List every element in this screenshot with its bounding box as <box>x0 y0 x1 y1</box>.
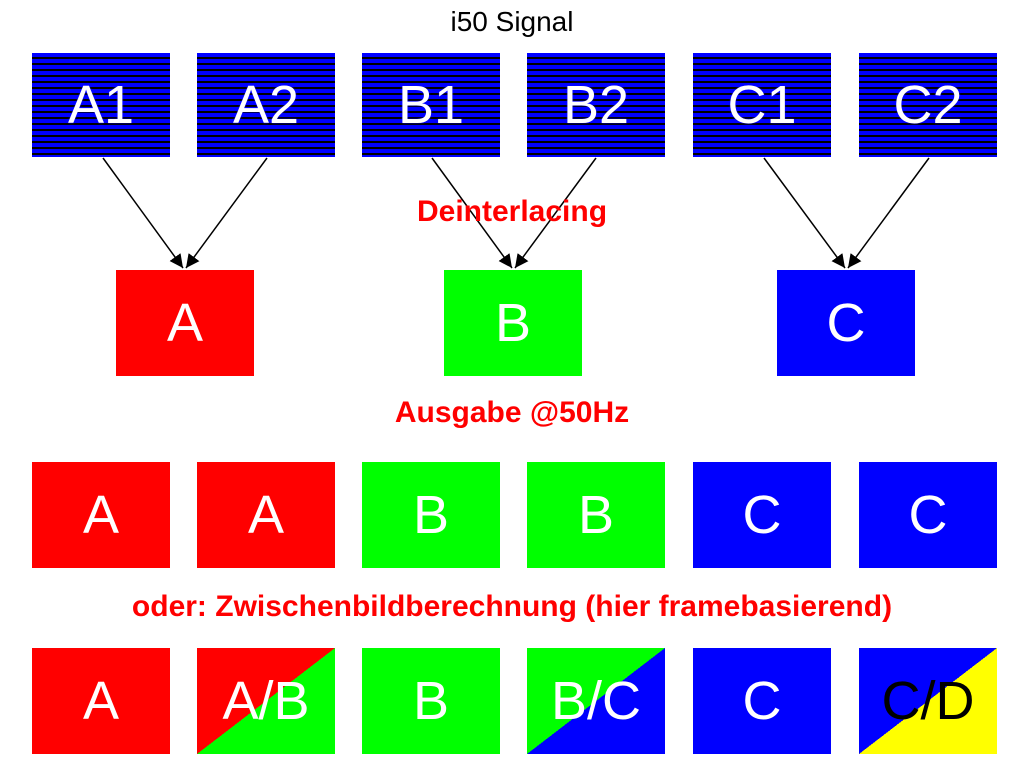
output-frame: A <box>32 462 170 568</box>
interpolated-frame: C <box>693 648 831 754</box>
interpolated-frame: B <box>362 648 500 754</box>
interpolated-frame-label: B/C <box>550 671 642 731</box>
output-frame: A <box>197 462 335 568</box>
frame-c: C <box>777 270 915 376</box>
output-frame-label: C <box>742 485 782 545</box>
field-b1: B1 <box>362 53 500 157</box>
field-label: C2 <box>893 75 963 135</box>
interpolated-frame-label: A <box>82 671 120 731</box>
output-frame: B <box>362 462 500 568</box>
field-a1: A1 <box>32 53 170 157</box>
output-frame-label: B <box>577 485 615 545</box>
field-label: B1 <box>397 75 465 135</box>
output-frame-label: B <box>412 485 450 545</box>
interpolated-frame: A <box>32 648 170 754</box>
field-a2: A2 <box>197 53 335 157</box>
interpolated-frame-label: C/D <box>881 671 975 731</box>
field-label: B2 <box>562 75 630 135</box>
output-frame: C <box>859 462 997 568</box>
output-frame-label: A <box>82 485 120 545</box>
output-frame-label: C <box>908 485 948 545</box>
output-frame-label: A <box>247 485 285 545</box>
interpolated-frame-label: A/B <box>222 671 310 731</box>
frame-label: B <box>494 293 532 353</box>
field-label: A1 <box>67 75 135 135</box>
field-label: A2 <box>232 75 300 135</box>
interpolated-frame-mixed: B/C <box>527 648 665 754</box>
output-frame: C <box>693 462 831 568</box>
interpolated-frame-mixed: A/B <box>197 648 335 754</box>
field-c2: C2 <box>859 53 997 157</box>
frame-a: A <box>116 270 254 376</box>
field-c1: C1 <box>693 53 831 157</box>
frame-label: C <box>826 293 866 353</box>
frame-label: A <box>166 293 204 353</box>
deinterlacing-label: Deinterlacing <box>416 195 608 228</box>
signal-title: i50 Signal <box>450 6 574 37</box>
field-b2: B2 <box>527 53 665 157</box>
output-label: Ausgabe @50Hz <box>394 396 630 429</box>
field-label: C1 <box>727 75 797 135</box>
frame-b: B <box>444 270 582 376</box>
interpolated-frame-mixed: C/D <box>859 648 997 754</box>
output-frame: B <box>527 462 665 568</box>
interpolated-frame-label: B <box>412 671 450 731</box>
interpolated-frame-label: C <box>742 671 782 731</box>
interpolation-label: oder: Zwischenbildberechnung (hier frame… <box>131 590 893 623</box>
